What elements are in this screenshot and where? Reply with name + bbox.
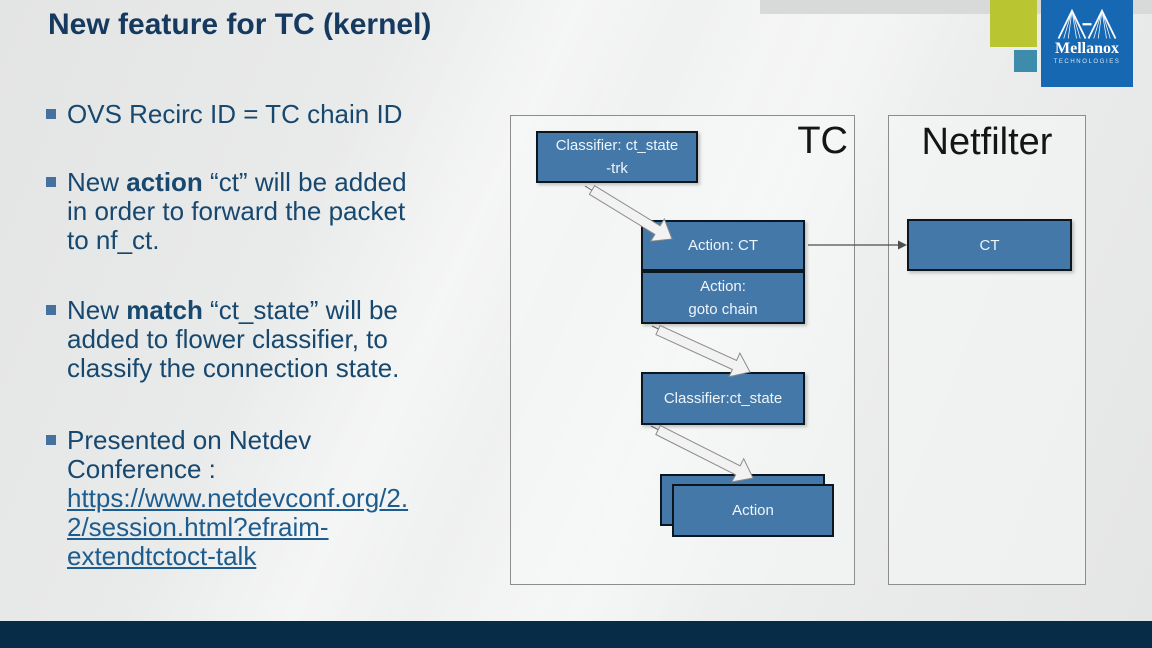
bullet-text: to nf_ct. [67, 225, 160, 255]
netdev-link[interactable]: https://www.netdevconf.org/2. [67, 483, 409, 513]
bullet-marker-icon [46, 109, 56, 119]
olive-square [990, 0, 1037, 47]
bullet-text: New match “ct_state” will be [67, 295, 398, 325]
logo-subtext: TECHNOLOGIES [1053, 59, 1121, 65]
bullet-item-new-match: New match “ct_state” will be added to fl… [46, 296, 399, 383]
box-label: CT [979, 236, 1000, 254]
action-stack-front-box: Action [672, 484, 834, 537]
box-label: Action: [700, 277, 746, 295]
nf-ct-box: CT [907, 219, 1072, 271]
teal-square [1014, 50, 1037, 72]
page-title: New feature for TC (kernel) [48, 8, 432, 41]
box-label: Classifier: ct_state [555, 137, 679, 154]
box-label: Action: CT [687, 237, 759, 254]
tc-panel-label: TC [797, 120, 848, 162]
box-label: Classifier:ct_state [663, 390, 783, 407]
mellanox-bridge-icon [1057, 8, 1117, 39]
bullet-item-new-action: New action “ct” will be added in order t… [46, 168, 407, 255]
bullet-text: Presented on Netdev [67, 425, 312, 455]
classifier-ct-state-trk-box: Classifier: ct_state -trk [536, 131, 698, 183]
bullet-item-recirc: OVS Recirc ID = TC chain ID [46, 100, 402, 129]
box-label: -trk [606, 160, 628, 177]
action-goto-chain-box: Action: goto chain [641, 271, 805, 324]
netfilter-panel: Netfilter [888, 115, 1086, 585]
bullet-text: Conference : [67, 454, 216, 484]
bullet-marker-icon [46, 177, 56, 187]
bullet-marker-icon [46, 305, 56, 315]
netdev-link[interactable]: extendtctoct-talk [67, 541, 257, 571]
action-ct-box: Action: CT [641, 220, 805, 271]
bullet-text: OVS Recirc ID = TC chain ID [67, 99, 403, 129]
bullet-text: added to flower classifier, to [67, 324, 388, 354]
netdev-link[interactable]: 2/session.html?efraim- [67, 512, 329, 542]
footer-band [0, 621, 1152, 648]
bullet-text: in order to forward the packet [67, 196, 406, 226]
bullet-marker-icon [46, 435, 56, 445]
bullet-item-presented: Presented on Netdev Conference : https:/… [46, 426, 408, 571]
box-label: goto chain [688, 300, 758, 318]
bullet-text: New action “ct” will be added [67, 167, 407, 197]
logo-wordmark: Mellanox [1055, 40, 1119, 57]
mellanox-logo: Mellanox TECHNOLOGIES [1041, 0, 1133, 87]
box-label: Action [732, 502, 774, 519]
netfilter-panel-label: Netfilter [921, 121, 1053, 163]
classifier-ct-state-box: Classifier:ct_state [641, 372, 805, 425]
bullet-text: classify the connection state. [67, 353, 400, 383]
